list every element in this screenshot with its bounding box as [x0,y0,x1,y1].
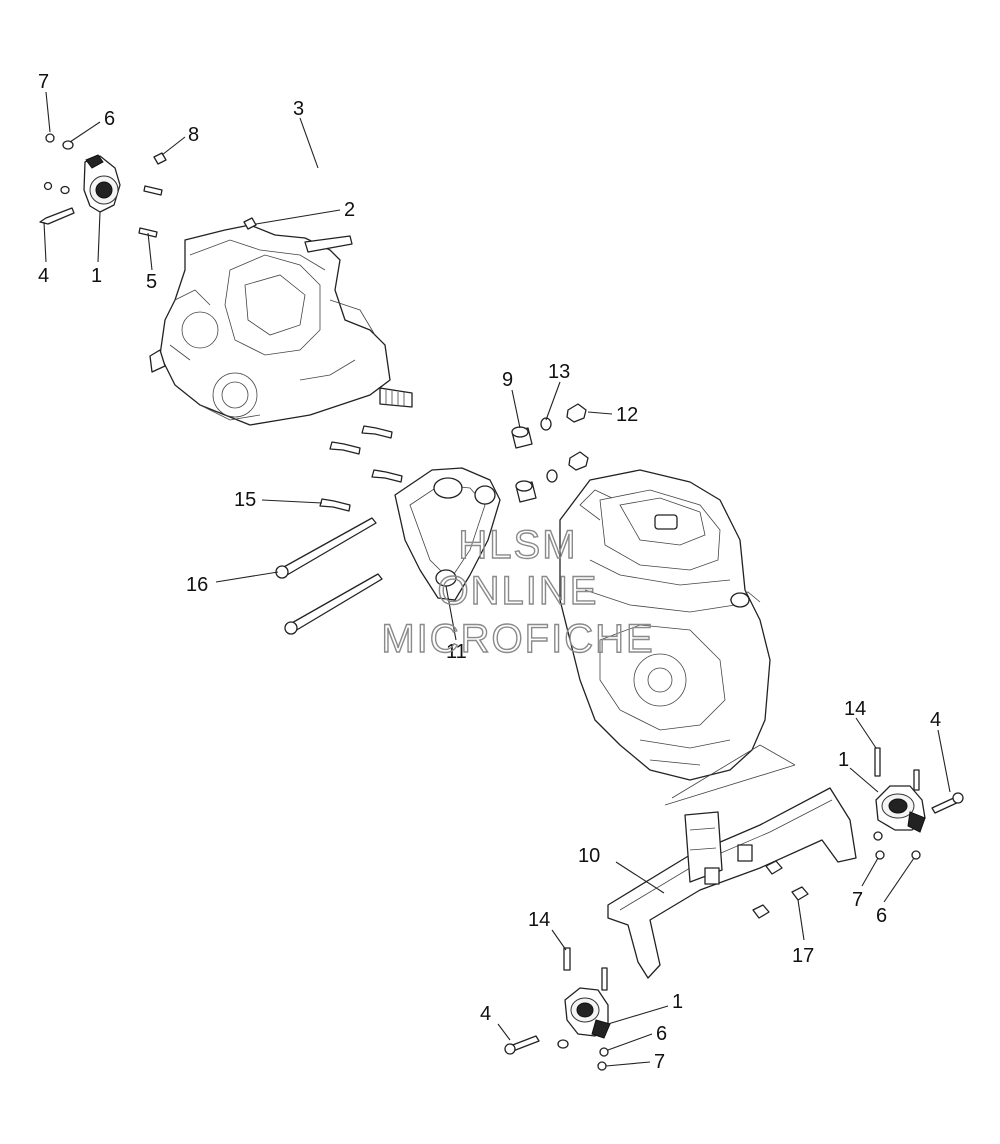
callout-10: 10 [578,845,600,867]
callout-2: 2 [344,199,355,221]
callout-9: 9 [502,369,513,391]
callout-8: 8 [188,124,199,146]
watermark: HLSM ONLINE MICROFICHE [381,522,654,661]
callout-4: 4 [38,265,49,287]
watermark-line-1: HLSM [458,523,577,567]
callout-7: 7 [38,71,49,93]
callout-6: 6 [104,108,115,130]
bushings-washers-nuts [511,403,589,503]
callout-1: 1 [672,991,683,1013]
callout-1: 1 [91,265,102,287]
callout-labels: 7 6 8 3 2 4 1 5 9 13 12 15 16 11 14 4 1 … [38,71,941,1073]
bolts-center [319,425,403,512]
transmission-assembly [149,224,413,426]
callout-6: 6 [656,1023,667,1045]
callout-5: 5 [146,271,157,293]
callout-12: 12 [616,404,638,426]
callout-1: 1 [838,749,849,771]
engine-mount-bracket [394,467,501,601]
callout-14: 14 [844,698,866,720]
watermark-line-3: MICROFICHE [381,617,654,661]
through-bolts-long [275,517,383,635]
bolts-17 [752,860,809,919]
watermark-line-2: ONLINE [438,569,599,613]
callout-11: 11 [446,641,467,663]
callout-4: 4 [480,1003,491,1025]
engine-mount-right [873,747,964,860]
callout-17: 17 [792,945,814,967]
frame-crossmember [607,744,857,979]
callout-7: 7 [852,889,863,911]
breather-hose [250,102,399,216]
callout-15: 15 [234,489,256,511]
engine-mount-upper-left [83,154,121,213]
callout-4: 4 [930,709,941,731]
callout-16: 16 [186,574,208,596]
mount-hardware-upper-left [39,133,167,238]
callout-14: 14 [528,909,550,931]
callout-3: 3 [293,98,304,120]
engine-mount-lower [504,947,611,1071]
leader-lines [43,91,951,1067]
callout-13: 13 [548,361,570,383]
callout-7: 7 [654,1051,665,1073]
engine-assembly [559,469,771,781]
callout-6: 6 [876,905,887,927]
hose-fitting [243,217,257,230]
